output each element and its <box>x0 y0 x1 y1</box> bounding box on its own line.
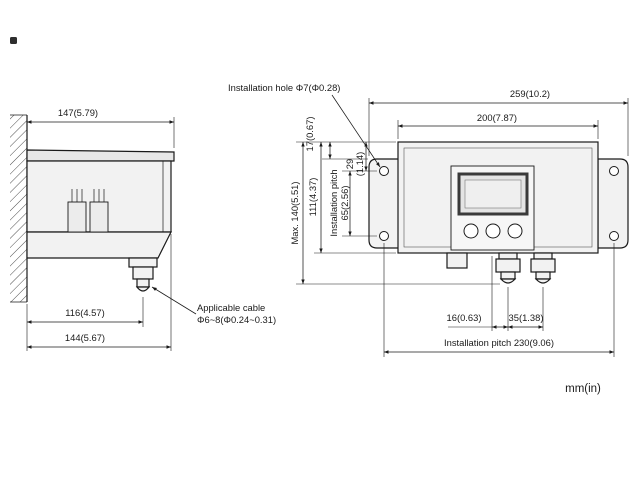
dim-vpitch-title-label: Installation pitch <box>328 169 339 236</box>
device-top-cover <box>26 149 175 162</box>
mounting-hole-top-left <box>379 166 389 176</box>
bottom-conduit-box <box>446 252 468 269</box>
dim-body-width-label: 200(7.87) <box>477 112 517 123</box>
dim-gland-offset-label: 16(0.63) <box>447 312 482 323</box>
units-label: mm(in) <box>565 383 601 395</box>
front-view: Installation hole Φ7(Φ0.28) 259(10.2) 20… <box>228 82 629 357</box>
dim-gland-offset-label: 116(4.57) <box>65 307 104 318</box>
gland-flange <box>533 252 553 260</box>
display-module <box>450 165 535 251</box>
dim-gland-pitch-label: 35(1.38) <box>509 312 544 323</box>
front-view-dimensions: 259(10.2) 200(7.87) Max. 140(5.51) 111(4… <box>289 88 629 357</box>
device-side-lower-body <box>26 231 172 259</box>
install-hole-annotation: Installation hole Φ7(Φ0.28) <box>228 82 381 168</box>
mounting-hole-top-right <box>609 166 619 176</box>
panel-button <box>463 223 479 239</box>
panel-button <box>507 223 523 239</box>
gland-tail <box>500 271 516 280</box>
gland-tail <box>136 278 150 288</box>
mounting-ear-right <box>597 158 629 249</box>
gland-nut <box>530 258 556 273</box>
mounting-ear-left <box>368 158 400 249</box>
terminal-block <box>67 201 87 233</box>
gland-flange <box>128 257 158 268</box>
panel-button <box>485 223 501 239</box>
side-view-dimensions: 147(5.79) 116(4.57) 144(5.67) <box>26 107 175 351</box>
cable-note-line1: Applicable cable <box>197 302 265 313</box>
dim-max-height-label: Max. 140(5.51) <box>289 181 300 244</box>
install-hole-leader-line <box>331 94 381 168</box>
display-screen-inner <box>464 179 522 209</box>
cable-note-line2: Φ6~8(Φ0.24~0.31) <box>197 314 276 325</box>
dim-horizontal-pitch-label: Installation pitch 230(9.06) <box>444 337 554 348</box>
cable-gland-front-1 <box>495 252 521 284</box>
cable-leader-line <box>151 286 197 315</box>
install-hole-note: Installation hole Φ7(Φ0.28) <box>228 82 340 93</box>
terminal-blocks <box>67 189 109 233</box>
dim-depth-top-label: 147(5.79) <box>58 107 98 118</box>
cable-annotation: Applicable cable Φ6~8(Φ0.24~0.31) <box>151 286 276 325</box>
wall-hatch <box>10 115 27 302</box>
mounting-hole-bottom-left <box>379 231 389 241</box>
dim-overall-width-label: 259(10.2) <box>510 88 550 99</box>
gland-dome <box>135 286 151 292</box>
mounting-hole-bottom-right <box>609 231 619 241</box>
dim-hole-top-offset-label: 29 <box>344 159 355 169</box>
gland-flange <box>498 252 518 260</box>
gland-tail <box>535 271 551 280</box>
gland-dome <box>534 278 552 284</box>
dim-body-height-label: 111(4.37) <box>307 178 318 217</box>
cable-gland-front-2 <box>530 252 556 284</box>
device-side-view <box>26 149 175 292</box>
side-view: 147(5.79) 116(4.57) 144(5.67) Applicable… <box>10 107 276 351</box>
dim-vpitch-value-label: 65(2.56) <box>339 186 350 221</box>
dim-ear-top-offset-label: 17(0.67) <box>304 117 315 152</box>
gland-nut <box>495 258 521 273</box>
gland-nut <box>132 266 154 280</box>
gland-dome <box>499 278 517 284</box>
dim-depth-bottom-label: 144(5.67) <box>65 332 105 343</box>
wall <box>10 114 28 303</box>
cable-gland-side <box>128 257 158 292</box>
device-front-view <box>368 141 629 284</box>
screenshot-artifact-mark <box>10 37 17 44</box>
dim-hole-top-offset-inch-label: (1.14) <box>354 152 365 177</box>
terminal-block <box>89 201 109 233</box>
